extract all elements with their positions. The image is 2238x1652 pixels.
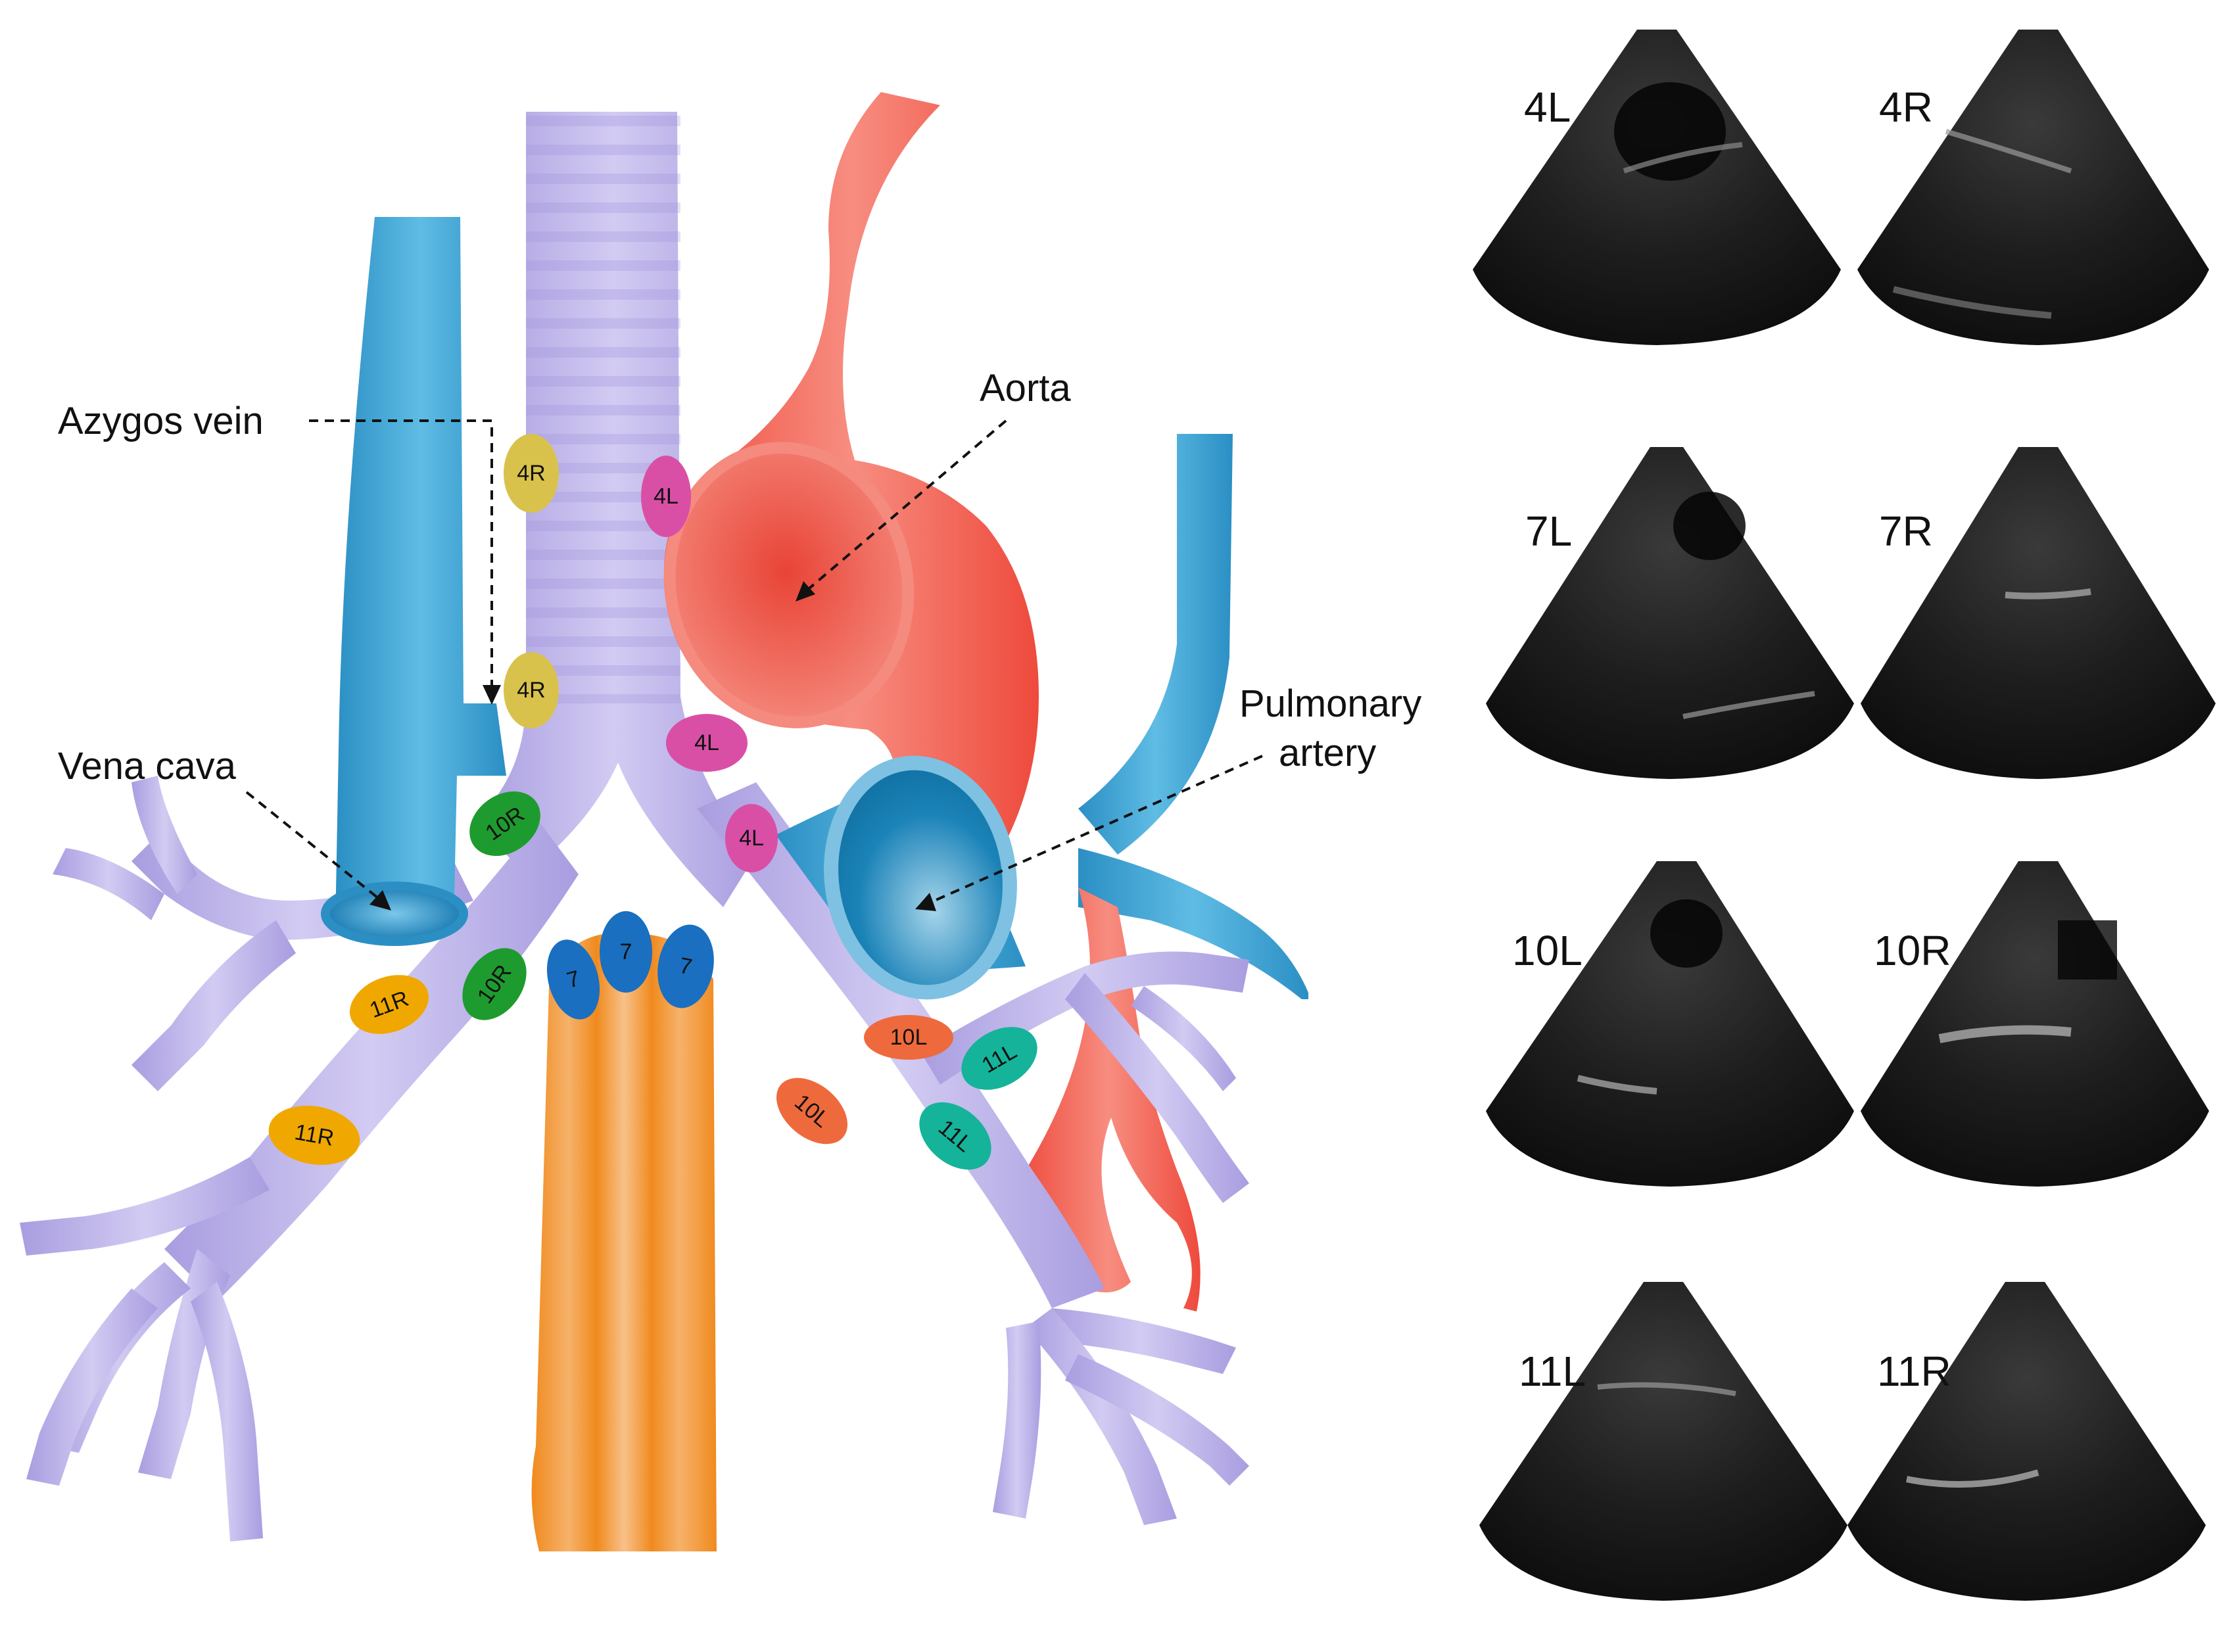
ultrasound-panel-4R: 4R bbox=[1857, 30, 2209, 345]
pulmonary-artery-arrow bbox=[926, 755, 1263, 905]
vena-cava-arrow bbox=[245, 791, 383, 902]
lymph-node-10R-upper: 10R bbox=[469, 791, 540, 857]
lymph-node-7-left: 7 bbox=[546, 939, 600, 1020]
ultrasound-label-7R: 7R bbox=[1879, 507, 1933, 555]
ultrasound-label-10L: 10L bbox=[1512, 927, 1583, 974]
ultrasound-panel-11L: 11L bbox=[1479, 1282, 1847, 1601]
node-label: 4R bbox=[517, 461, 545, 486]
descending-aorta bbox=[1016, 887, 1201, 1311]
node-label: 4L bbox=[654, 484, 679, 509]
aortic-opening bbox=[663, 442, 915, 728]
vena-cava-arrowhead bbox=[369, 890, 391, 910]
aorta-arrowhead bbox=[796, 581, 815, 602]
azygos-vein-label: Azygos vein bbox=[58, 400, 264, 442]
superior-vena-cava bbox=[335, 217, 506, 927]
ultrasound-panels: 4L 4R 7L 7R 10L bbox=[1473, 30, 2216, 1601]
lymph-nodes: 4R 4R 4L 4L 4L 10R 10R 7 bbox=[268, 434, 1037, 1170]
ultrasound-label-4L: 4L bbox=[1524, 83, 1571, 131]
node-label: 7 bbox=[620, 939, 632, 964]
node-label: 4L bbox=[739, 826, 764, 851]
azygos-vein-arrowhead bbox=[483, 685, 501, 705]
lymph-node-4L-mid: 4L bbox=[666, 714, 748, 772]
lymph-node-11L-lower: 11L bbox=[919, 1102, 991, 1170]
lymph-node-11R-lower: 11R bbox=[268, 1105, 360, 1166]
vena-cava-label: Vena cava bbox=[58, 745, 237, 788]
node-label: 4L bbox=[694, 730, 719, 755]
aorta-label: Aorta bbox=[980, 367, 1071, 410]
ultrasound-panel-11R: 11R bbox=[1847, 1282, 2206, 1601]
lymph-node-4L-upper: 4L bbox=[641, 456, 691, 537]
ultrasound-panel-10L: 10L bbox=[1486, 861, 1854, 1187]
ultrasound-panel-4L: 4L bbox=[1473, 30, 1841, 345]
lymph-node-11R-upper: 11R bbox=[349, 975, 429, 1034]
lymph-node-4L-lower: 4L bbox=[725, 804, 778, 872]
ultrasound-label-7L: 7L bbox=[1525, 507, 1572, 555]
azygos-vein-arrow bbox=[309, 419, 493, 690]
pulmonary-artery-opening bbox=[824, 755, 1017, 1000]
ultrasound-panel-7R: 7R bbox=[1861, 447, 2216, 779]
pulmonary-artery-arrowhead bbox=[915, 893, 936, 911]
ultrasound-label-10R: 10R bbox=[1874, 927, 1951, 974]
ultrasound-label-11R: 11R bbox=[1877, 1348, 1951, 1395]
anatomy-illustration bbox=[20, 92, 1308, 1551]
lymph-node-10L-upper: 10L bbox=[864, 1015, 953, 1060]
pulmonary-artery-lower-branch bbox=[1078, 848, 1308, 999]
annotations: Azygos vein Aorta Vena cava Pulmonary ar… bbox=[58, 367, 1421, 911]
ultrasound-label-11L: 11L bbox=[1519, 1348, 1586, 1395]
ultrasound-panel-7L: 7L bbox=[1486, 447, 1854, 779]
ultrasound-panel-10R: 10R bbox=[1861, 861, 2209, 1187]
lymph-node-7-mid: 7 bbox=[600, 911, 652, 993]
lymph-node-4R-lower: 4R bbox=[504, 652, 559, 728]
aorta-arrow bbox=[804, 419, 1007, 593]
vena-cava-opening bbox=[321, 882, 468, 946]
pulmonary-artery-upper-branch bbox=[1078, 434, 1233, 855]
lymph-node-10L-lower: 10L bbox=[776, 1077, 848, 1145]
node-label: 4R bbox=[517, 678, 545, 703]
lymph-node-7-right: 7 bbox=[657, 924, 714, 1008]
pulmonary-artery-label-line2: artery bbox=[1279, 732, 1376, 774]
lymph-node-10R-lower: 10R bbox=[462, 948, 527, 1020]
lymph-node-11L-upper: 11L bbox=[961, 1027, 1037, 1090]
lymph-node-4R-upper: 4R bbox=[504, 434, 559, 513]
pulmonary-artery-label-line1: Pulmonary bbox=[1239, 682, 1421, 725]
esophagus bbox=[531, 932, 717, 1551]
right-main-bronchus bbox=[164, 822, 579, 1302]
ultrasound-label-4R: 4R bbox=[1879, 83, 1933, 131]
node-label: 10L bbox=[890, 1025, 928, 1050]
